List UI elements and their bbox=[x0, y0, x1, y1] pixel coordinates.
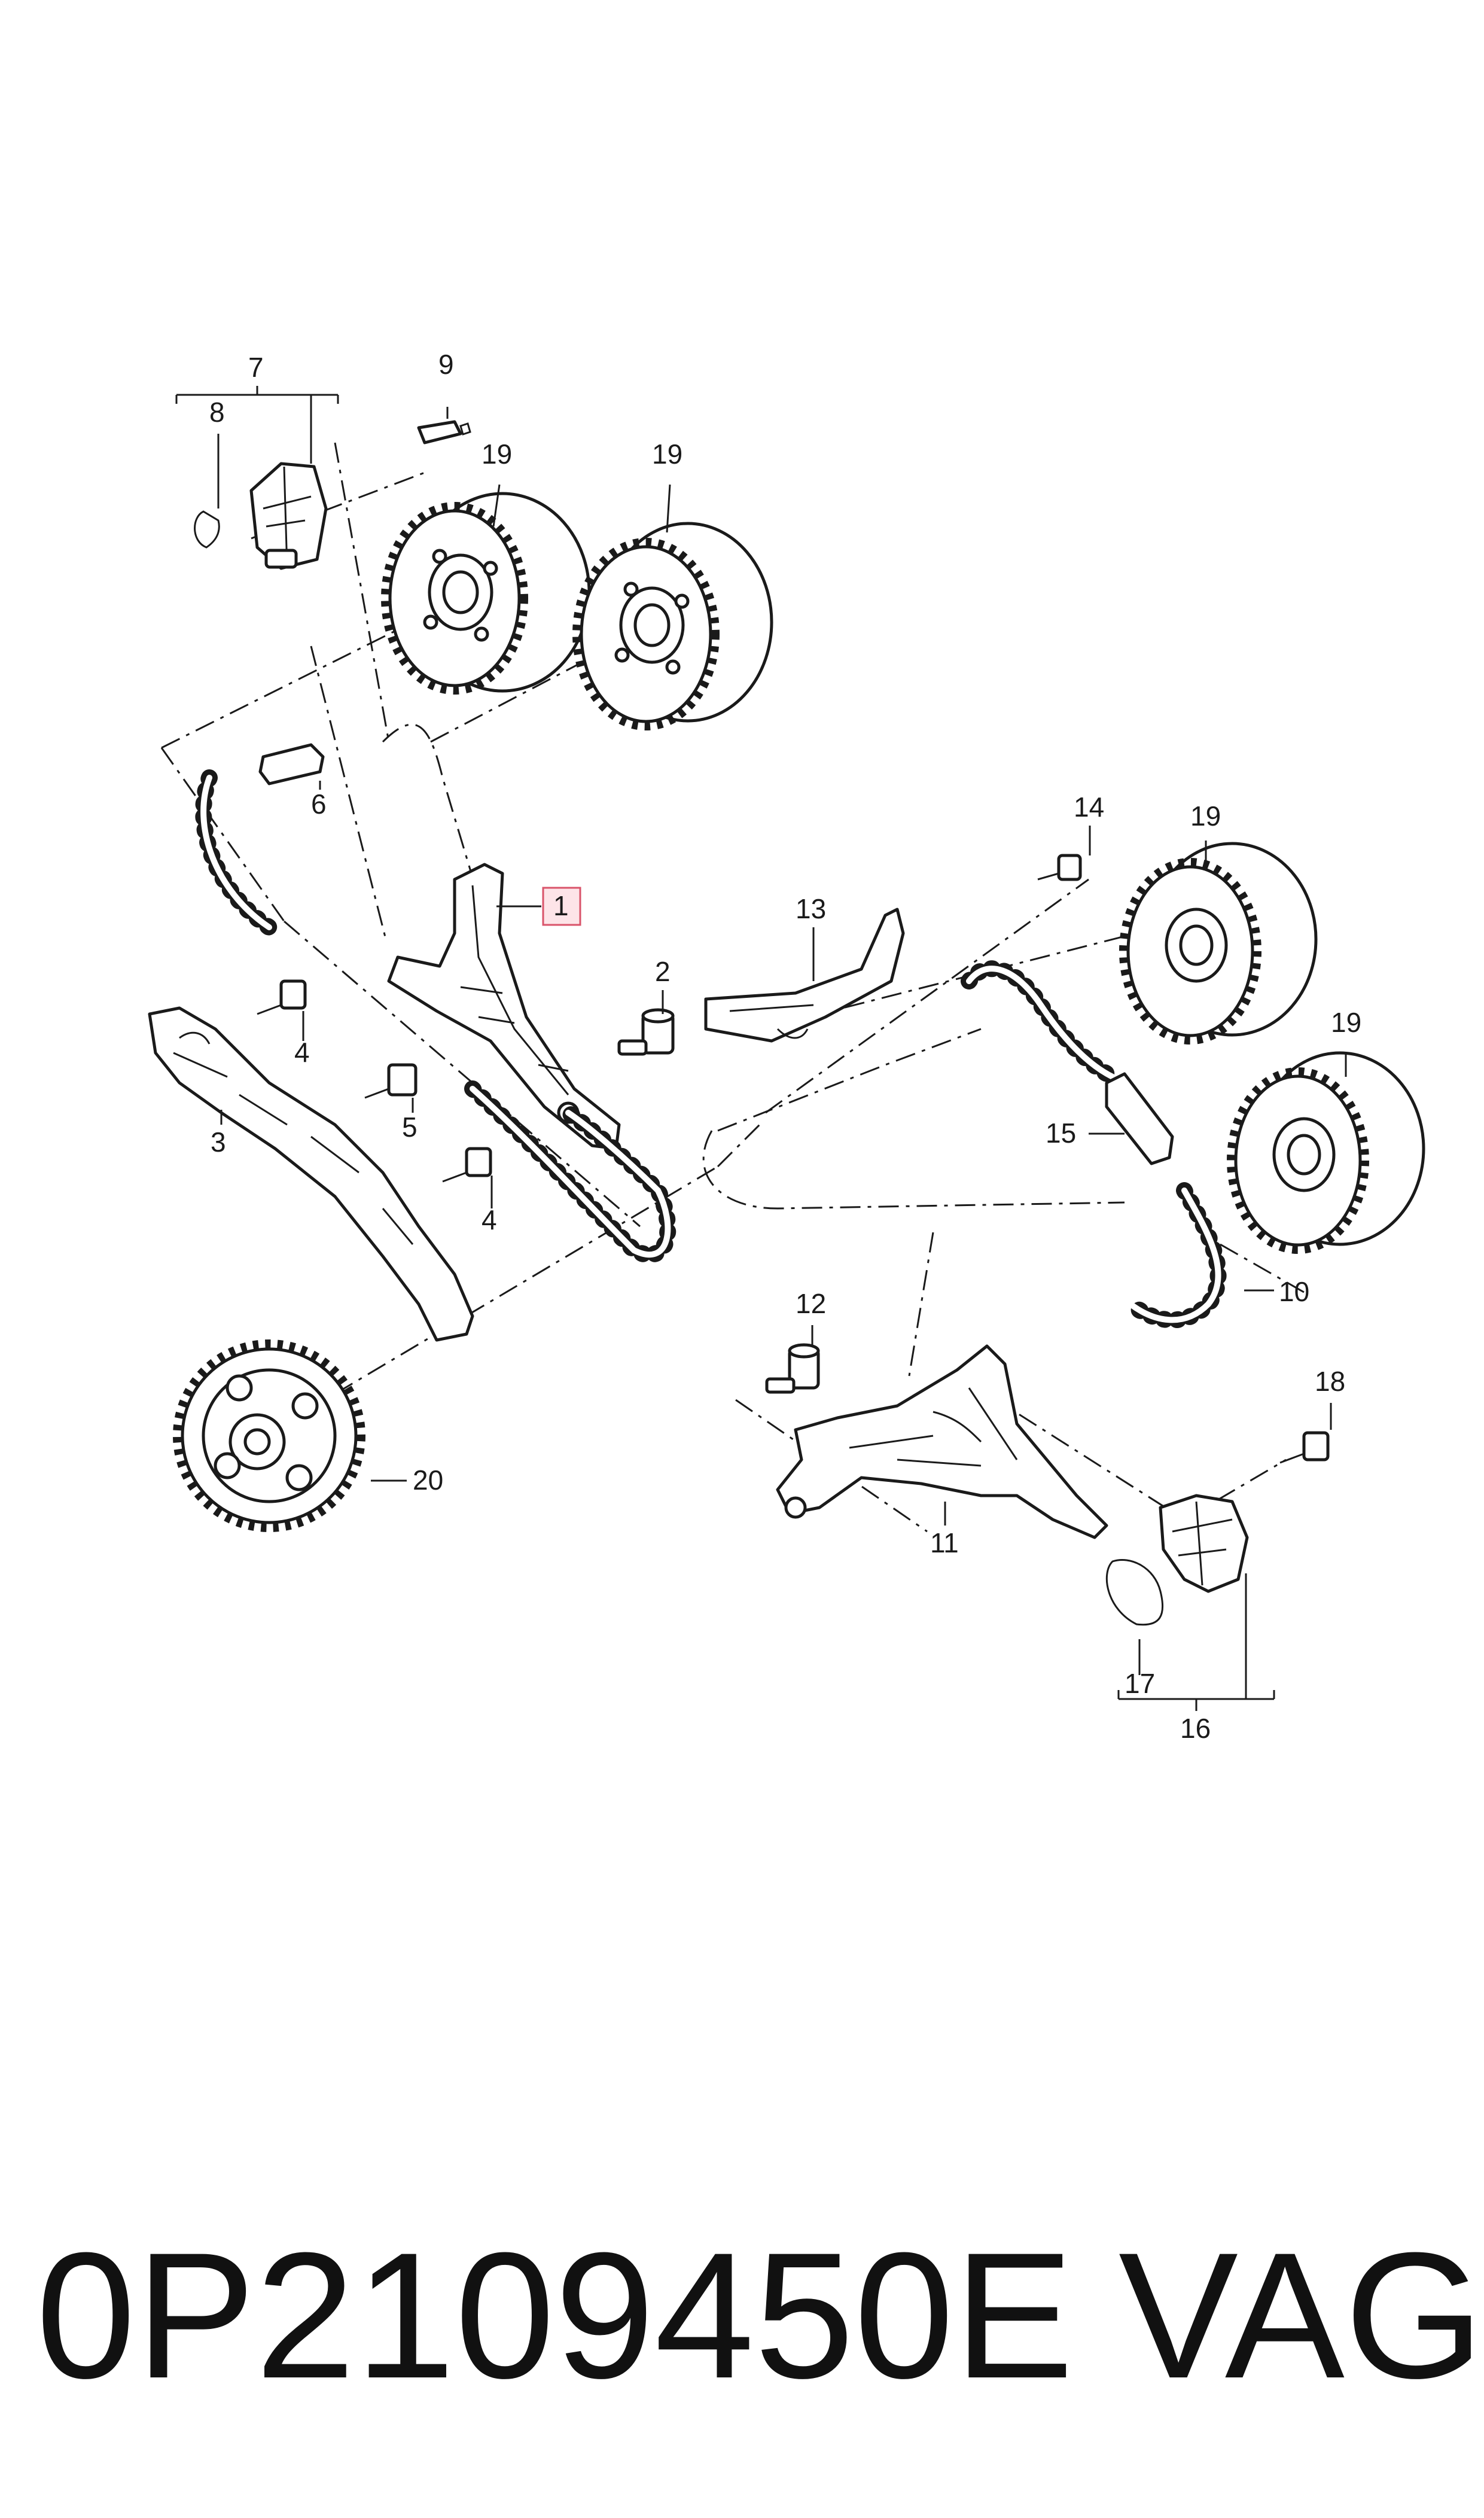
callout-9[interactable]: 9 bbox=[438, 349, 454, 380]
upper-slide-rail bbox=[258, 743, 325, 785]
guide-lines bbox=[160, 442, 1305, 1533]
callout-6[interactable]: 6 bbox=[311, 788, 327, 820]
lower-tensioning-rail bbox=[776, 1344, 1108, 1539]
callout-1-highlight bbox=[542, 887, 581, 926]
callout-7[interactable]: 7 bbox=[248, 352, 264, 383]
callout-8[interactable]: 8 bbox=[209, 397, 225, 428]
crankshaft-gear bbox=[173, 1339, 365, 1532]
callout-4b[interactable]: 4 bbox=[482, 1204, 497, 1235]
callout-19a[interactable]: 19 bbox=[482, 439, 512, 470]
callout-3[interactable]: 3 bbox=[211, 1126, 226, 1158]
bolt-lower bbox=[442, 1147, 492, 1183]
callout-17[interactable]: 17 bbox=[1125, 1668, 1155, 1699]
callout-1[interactable]: 1 bbox=[553, 890, 569, 921]
right-guide-rail bbox=[704, 908, 905, 1043]
callout-13[interactable]: 13 bbox=[796, 893, 826, 924]
slide-piece bbox=[1105, 1072, 1174, 1165]
callout-4a[interactable]: 4 bbox=[294, 1037, 310, 1068]
upper-tensioner-assembly bbox=[194, 420, 471, 570]
camshaft-sprocket-upper-left bbox=[381, 492, 591, 695]
lower-tensioner-assembly bbox=[1105, 1431, 1330, 1626]
guide-rail bbox=[148, 1006, 474, 1342]
callout-14[interactable]: 14 bbox=[1074, 791, 1104, 823]
callout-labels: 1 2 3 4 4 5 6 7 8 9 10 11 12 13 14 15 16… bbox=[209, 349, 1361, 1744]
bearing-pin bbox=[617, 1008, 675, 1056]
callout-19b[interactable]: 19 bbox=[652, 439, 682, 470]
leader-lines bbox=[175, 386, 1347, 1711]
callout-16[interactable]: 16 bbox=[1180, 1713, 1211, 1744]
lower-bearing-pin bbox=[765, 1343, 820, 1394]
upper-left-chain bbox=[195, 769, 278, 936]
bolt-upper bbox=[257, 979, 307, 1015]
callout-10[interactable]: 10 bbox=[1279, 1276, 1309, 1307]
camshaft-sprocket-right-upper bbox=[1119, 842, 1318, 1045]
footer: 0P2109450E VAG bbox=[0, 2213, 1484, 2417]
callout-20[interactable]: 20 bbox=[413, 1464, 443, 1496]
part-number: 0P2109450E bbox=[36, 2215, 1074, 2416]
bolt-14 bbox=[1037, 854, 1082, 881]
callout-19d[interactable]: 19 bbox=[1331, 1007, 1361, 1038]
callout-12[interactable]: 12 bbox=[796, 1288, 826, 1319]
callout-19c[interactable]: 19 bbox=[1190, 800, 1221, 832]
camshaft-sprocket-right-lower bbox=[1227, 1051, 1425, 1254]
callout-11[interactable]: 11 bbox=[930, 1527, 959, 1558]
bolt-middle bbox=[364, 1063, 418, 1099]
brand-name: VAG bbox=[1119, 2215, 1484, 2416]
callout-15[interactable]: 15 bbox=[1046, 1118, 1076, 1149]
camshaft-sprocket-upper-right bbox=[572, 522, 773, 730]
main-drive-chain bbox=[464, 1080, 677, 1263]
callout-18[interactable]: 18 bbox=[1315, 1366, 1345, 1397]
right-chain bbox=[961, 960, 1227, 1329]
callout-5[interactable]: 5 bbox=[402, 1112, 418, 1143]
callout-2[interactable]: 2 bbox=[655, 956, 671, 987]
